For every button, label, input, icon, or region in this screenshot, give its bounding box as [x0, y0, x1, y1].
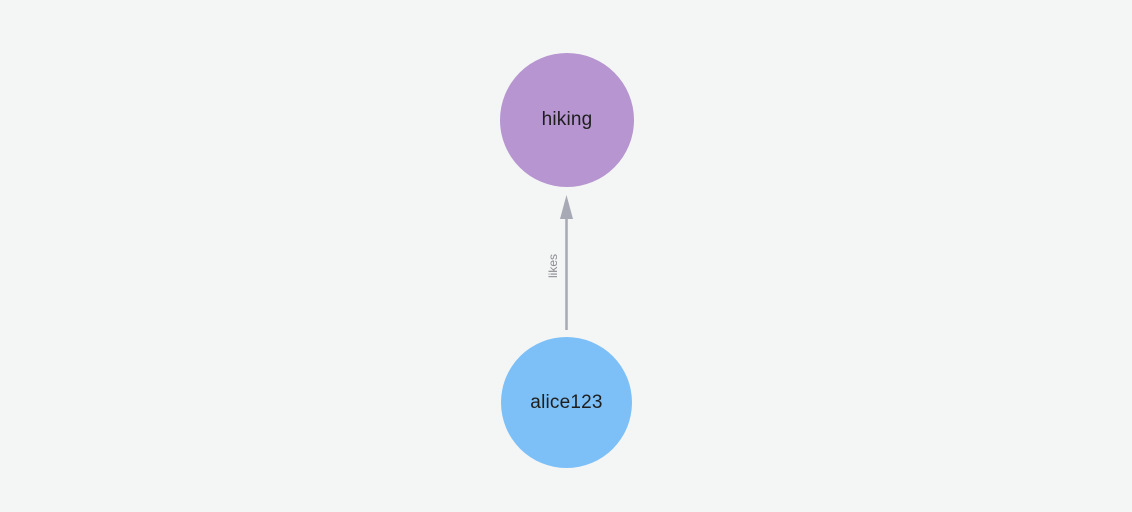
edge-label[interactable]: likes	[546, 254, 560, 279]
node-hiking-label: hiking	[541, 109, 593, 130]
edge-arrowhead-icon	[560, 195, 573, 219]
node-hiking[interactable]: hiking	[500, 53, 634, 187]
node-alice123-label: alice123	[530, 391, 603, 413]
node-alice123[interactable]: alice123	[501, 337, 632, 468]
